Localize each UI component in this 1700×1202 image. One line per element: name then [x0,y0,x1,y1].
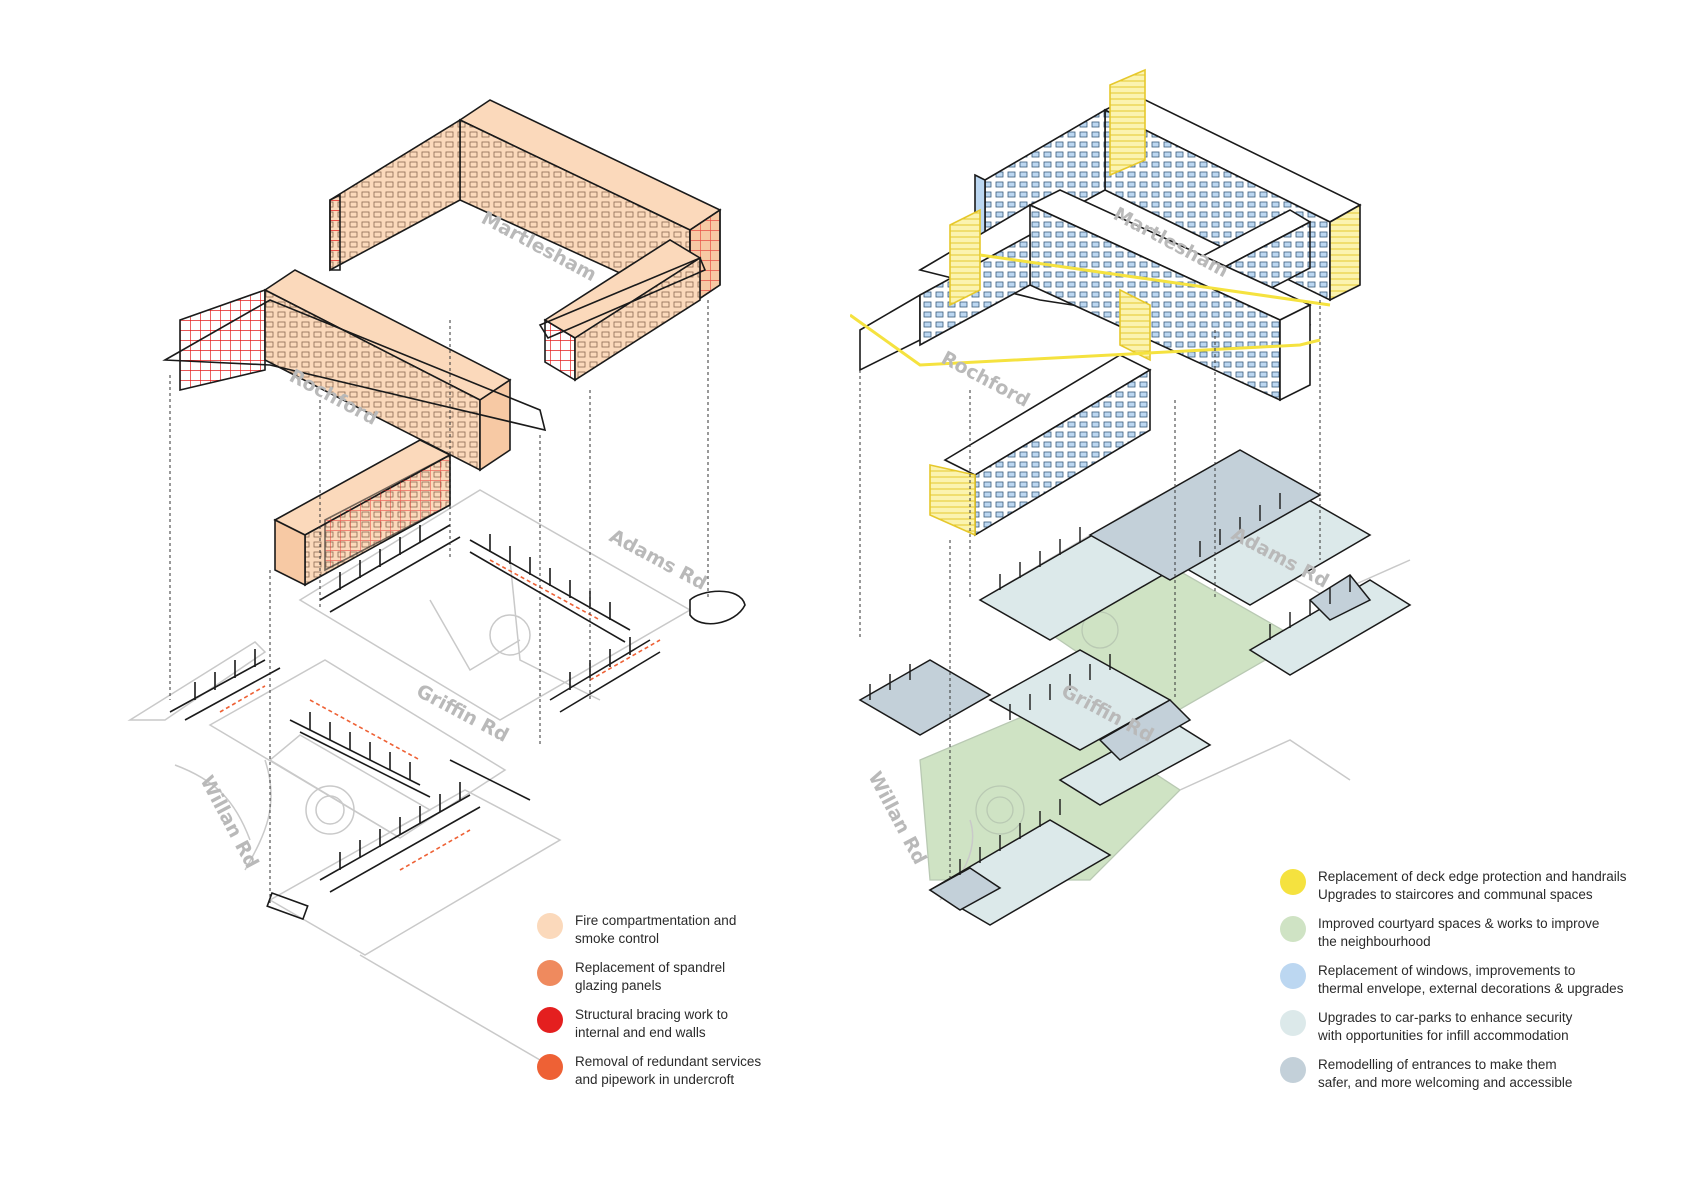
legend-swatch [1280,1057,1306,1083]
legend-swatch [1280,1010,1306,1036]
legend-label: safer, and more welcoming and accessible [1318,1074,1573,1090]
legend-item-carparks: Upgrades to car-parks to enhance securit… [1280,1009,1690,1044]
left-diagram-panel: Martlesham Rochford Adams Rd Griffin Rd … [127,99,837,1100]
legend-label: Replacement of spandrel [575,960,726,975]
legend-label: thermal envelope, external decorations &… [1318,980,1624,996]
legend-label: with opportunities for infill accommodat… [1318,1027,1569,1043]
legend-label: Removal of redundant services [575,1054,762,1069]
right-diagram-panel: Martlesham Rochford Adams Rd Griffin Rd … [850,0,1700,1202]
legend-item-deck-edge: Replacement of deck edge protection and … [1280,868,1690,903]
legend-label: the neighbourhood [1318,933,1431,949]
legend-item-courtyards: Improved courtyard spaces & works to imp… [1280,915,1690,950]
legend-label: Upgrades to staircores and communal spac… [1318,886,1593,902]
legend-label: Structural bracing work to [575,1007,729,1022]
legend-swatch [1280,916,1306,942]
street-label-willan-rd: Willan Rd [196,772,263,872]
left-redundant-services-lines [219,559,661,871]
left-carpark-partitions [194,525,631,870]
legend-swatch [537,913,563,939]
legend-label: Fire compartmentation and [575,913,737,928]
street-label-adams-rd: Adams Rd [606,525,711,595]
legend-item-windows: Replacement of windows, improvements to t… [1280,962,1690,997]
legend-label: Improved courtyard spaces & works to imp… [1318,916,1600,931]
legend-swatch [1280,869,1306,895]
legend-label: Upgrades to car-parks to enhance securit… [1318,1010,1573,1025]
left-axonometric-drawing: Martlesham Rochford Adams Rd Griffin Rd … [127,99,746,1061]
legend-label: and pipework in undercroft [575,1071,735,1087]
legend-swatch [537,1054,563,1080]
legend-label: Remodelling of entrances to make them [1318,1057,1557,1072]
legend-label: smoke control [575,930,660,946]
right-carparks [858,449,1412,926]
legend-label: Replacement of windows, improvements to [1318,963,1576,978]
street-label-willan-rd: Willan Rd [864,768,931,868]
right-carpark-partitions [869,493,1351,875]
right-legend: Replacement of deck edge protection and … [1280,868,1690,1103]
legend-item-structural-bracing: Structural bracing work to internal and e… [537,1006,837,1041]
legend-item-fire-compartmentation: Fire compartmentation and smoke control [537,912,837,947]
legend-swatch [537,960,563,986]
right-projection-lines [859,300,1321,880]
legend-label: glazing panels [575,977,662,993]
legend-item-spandrel-glazing: Replacement of spandrel glazing panels [537,959,837,994]
left-projection-lines [169,300,709,905]
legend-label: Replacement of deck edge protection and … [1318,869,1627,884]
left-undercroft-carparks [169,524,746,921]
left-building-blocks [162,99,722,587]
legend-swatch [537,1007,563,1033]
legend-item-entrances: Remodelling of entrances to make them saf… [1280,1056,1690,1091]
street-label-rochford: Rochford [938,347,1034,412]
legend-swatch [1280,963,1306,989]
street-label-griffin-rd: Griffin Rd [413,680,513,747]
legend-label: internal and end walls [575,1024,706,1040]
right-axonometric-drawing: Martlesham Rochford Adams Rd Griffin Rd … [850,68,1412,926]
left-legend: Fire compartmentation and smoke control R… [537,912,837,1100]
right-building-blocks [850,68,1362,537]
legend-item-redundant-services: Removal of redundant services and pipewor… [537,1053,837,1088]
